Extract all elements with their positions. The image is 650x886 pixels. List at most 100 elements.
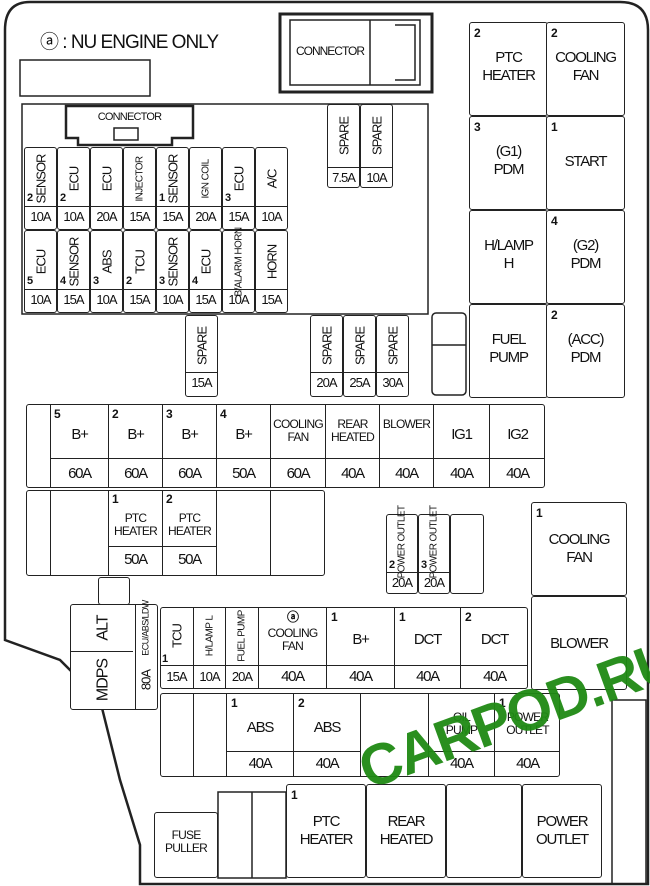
fuse-label: B+ [235, 426, 253, 443]
fuse-label: B+ [181, 426, 199, 443]
relay-box: 2(ACC) PDM [546, 304, 625, 398]
fuse-number: 2 [298, 696, 305, 710]
fuse-number: 1 [112, 492, 119, 506]
fuse-divider [194, 665, 225, 666]
fuse-number: 2 [60, 192, 67, 204]
fuse-label: IG2 [507, 426, 529, 443]
fuse-label: POWER OUTLET [428, 505, 440, 579]
fuse-label: ECU [198, 249, 213, 274]
fuse-divider [419, 572, 449, 573]
fuse-number: 1 [231, 696, 238, 710]
fuse-label: SPARE [319, 327, 334, 366]
fuse-label: OIL PUMP [445, 710, 478, 737]
fusible-link-row [26, 404, 545, 488]
fuse-label: B+ [127, 426, 145, 443]
fuse-label: ECU [33, 249, 48, 274]
fuse-rating: 10A [63, 209, 84, 224]
fuse-label: SPARE [352, 327, 367, 366]
fuse-divider [91, 206, 122, 207]
fuse-rating: 40A [506, 465, 530, 482]
connector-label: CONNECTOR [97, 111, 162, 123]
fuse-label: HORN [264, 244, 279, 279]
fuse-label: SENSOR [33, 154, 48, 204]
fuse-divider [311, 372, 342, 373]
fuse-divider [434, 458, 489, 459]
fuse-rating: 20A [316, 375, 337, 390]
empty-slot [450, 514, 484, 594]
fuse-divider [387, 572, 417, 573]
fuse-divider [124, 206, 155, 207]
fuse-label: IGN COIL [200, 159, 211, 199]
fuse-number: 2 [112, 407, 119, 421]
relay-number: 2 [551, 26, 558, 40]
fuse-rating: 80A [138, 669, 154, 691]
fuse-divider [395, 665, 460, 666]
fuse-rating: 40A [248, 755, 273, 772]
fuse-rating: 40A [349, 668, 373, 685]
fuse-divider [361, 167, 392, 168]
relay-label: (G2) PDM [570, 237, 602, 272]
fuse-number: 1 [399, 610, 406, 624]
relay-label: BLOWER [550, 635, 609, 652]
fuse-label: BLOWER [382, 417, 431, 431]
fuse-rating: 30A [382, 375, 403, 390]
spare-fuse: SPARE 25A [343, 315, 376, 397]
fuse-rating: 15A [129, 209, 150, 224]
fusible-link-row [160, 607, 528, 689]
fuse-rating: 60A [286, 465, 311, 482]
fuse-number: 3 [93, 275, 100, 287]
fuse-divider [190, 289, 221, 290]
fusible-link: OIL PUMP 40A [428, 693, 494, 777]
relay-box: FUEL PUMP [469, 304, 548, 398]
fuse-rating: 10A [30, 292, 51, 307]
relay-label: START [564, 153, 608, 170]
fuse-label: B+ [352, 631, 370, 648]
fuse-divider [227, 751, 293, 752]
fuse-rating: 50A [232, 465, 256, 482]
fuse-divider [495, 751, 560, 752]
fuse-rating: 50A [178, 551, 202, 568]
fuse-number: 1 [162, 653, 169, 665]
fuse-divider [326, 458, 379, 459]
fuse-label: SPARE [336, 117, 351, 156]
relay-number: 4 [551, 214, 558, 228]
relay-label: H/LAMP H [484, 237, 534, 272]
fuse-rating: 25A [349, 375, 370, 390]
fuse-label: PTC HEATER [114, 511, 158, 538]
alt-label: ALT [94, 615, 112, 641]
fuse-rating: 60A [124, 465, 148, 482]
fuse-label: DCT [480, 631, 509, 648]
fuse-divider [217, 458, 270, 459]
fuse-number: 2 [465, 610, 472, 624]
connector-label: CONNECTOR [295, 44, 365, 58]
fuse-divider [58, 289, 89, 290]
fuse-divider [461, 665, 528, 666]
fuse-divider [163, 458, 216, 459]
fuse-label: PTC HEATER [168, 511, 212, 538]
relay-number: 1 [551, 120, 558, 134]
fuse-rating: 40A [450, 755, 474, 772]
fuse-rating: 10A [96, 292, 117, 307]
fuse-divider [91, 289, 122, 290]
fuse-number: 1 [159, 192, 166, 204]
relay-label: (G1) PDM [493, 143, 525, 178]
fuse-rating: 10A [366, 170, 387, 185]
fuse-number: 2 [166, 492, 173, 506]
fuse-number: 4 [220, 407, 227, 421]
fuse-number: 1 [331, 610, 338, 624]
fuse-divider [163, 546, 216, 547]
fuse-rating: 60A [178, 465, 202, 482]
